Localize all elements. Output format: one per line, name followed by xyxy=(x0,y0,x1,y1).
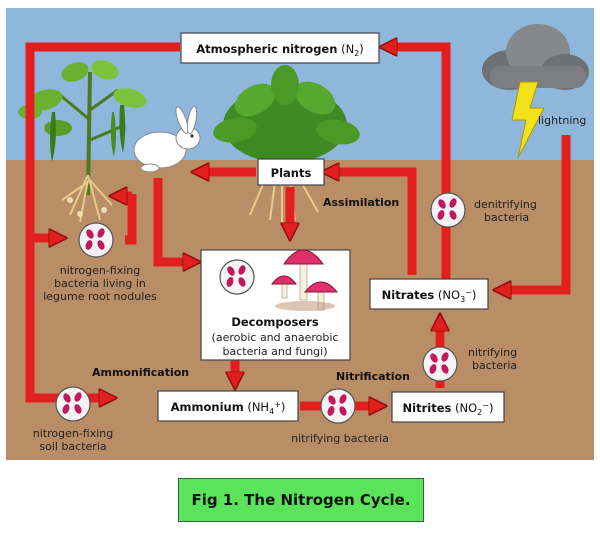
svg-text:Nitrites (NO2−): Nitrites (NO2−) xyxy=(403,401,494,417)
bacteria-icon xyxy=(219,259,255,295)
lightning-bolt-icon xyxy=(511,81,545,159)
label-nitrification: Nitrification xyxy=(336,370,410,383)
node-nitrites: Nitrites (NO2−) xyxy=(391,391,505,423)
bacteria-icon xyxy=(430,192,466,228)
label-nitrifying-bottom: nitrifying bacteria xyxy=(291,432,389,445)
svg-text:Plants: Plants xyxy=(271,166,312,180)
node-ammonium: Ammonium (NH4+) xyxy=(157,390,299,422)
label-denitrifying: denitrifying xyxy=(474,198,537,211)
cloud-icon xyxy=(482,24,589,90)
arrow-assimilation xyxy=(330,172,417,275)
bacteria-icon xyxy=(78,222,114,258)
bacteria-icon xyxy=(55,386,91,422)
atmospheric-label: Atmospheric nitrogen xyxy=(196,42,337,56)
svg-text:Nitrates (NO3−): Nitrates (NO3−) xyxy=(382,288,477,304)
svg-text:Decomposers: Decomposers xyxy=(231,315,318,329)
arrow-animals-to-decomposers xyxy=(153,178,192,262)
bacteria-icon xyxy=(422,346,458,382)
svg-text:Ammonium (NH4+): Ammonium (NH4+) xyxy=(171,400,286,416)
node-nitrates: Nitrates (NO3−) xyxy=(369,278,489,310)
legume-plant-icon xyxy=(18,60,147,223)
label-nodule-bacteria-3: legume root nodules xyxy=(43,290,157,303)
arrow-lightning-to-nitrates xyxy=(502,135,571,290)
label-assimilation: Assimilation xyxy=(323,196,399,209)
bacteria-icon xyxy=(320,388,356,424)
label-soil-bacteria-2: soil bacteria xyxy=(39,440,106,453)
svg-text:Atmospheric nitrogen (N: Atmospheric nitrogen (N2) xyxy=(196,42,364,58)
mushroom-icon xyxy=(270,249,339,311)
arrow-legume-to-nodule xyxy=(125,194,137,245)
label-soil-bacteria: nitrogen-fixing xyxy=(33,427,114,440)
label-nodule-bacteria-2: bacteria living in xyxy=(54,277,146,290)
label-nodule-bacteria: nitrogen-fixing xyxy=(60,264,141,277)
label-nitrifying-right: nitrifying xyxy=(468,346,517,359)
label-nitrifying-right-2: bacteria xyxy=(472,359,517,372)
node-plants: Plants xyxy=(257,158,325,186)
rabbit-icon xyxy=(133,105,201,173)
label-denitrifying-2: bacteria xyxy=(484,211,529,224)
svg-text:bacteria and fungi): bacteria and fungi) xyxy=(222,345,327,358)
figure-caption: Fig 1. The Nitrogen Cycle. xyxy=(178,478,424,522)
label-ammonification: Ammonification xyxy=(92,366,189,379)
label-lightning: lightning xyxy=(538,114,586,127)
leafy-plant-icon xyxy=(213,65,360,222)
svg-text:(aerobic and anaerobic: (aerobic and anaerobic xyxy=(212,331,339,344)
node-atmospheric-nitrogen: Atmospheric nitrogen (N2) xyxy=(180,32,380,64)
node-decomposers: Decomposers (aerobic and anaerobic bacte… xyxy=(200,249,351,361)
